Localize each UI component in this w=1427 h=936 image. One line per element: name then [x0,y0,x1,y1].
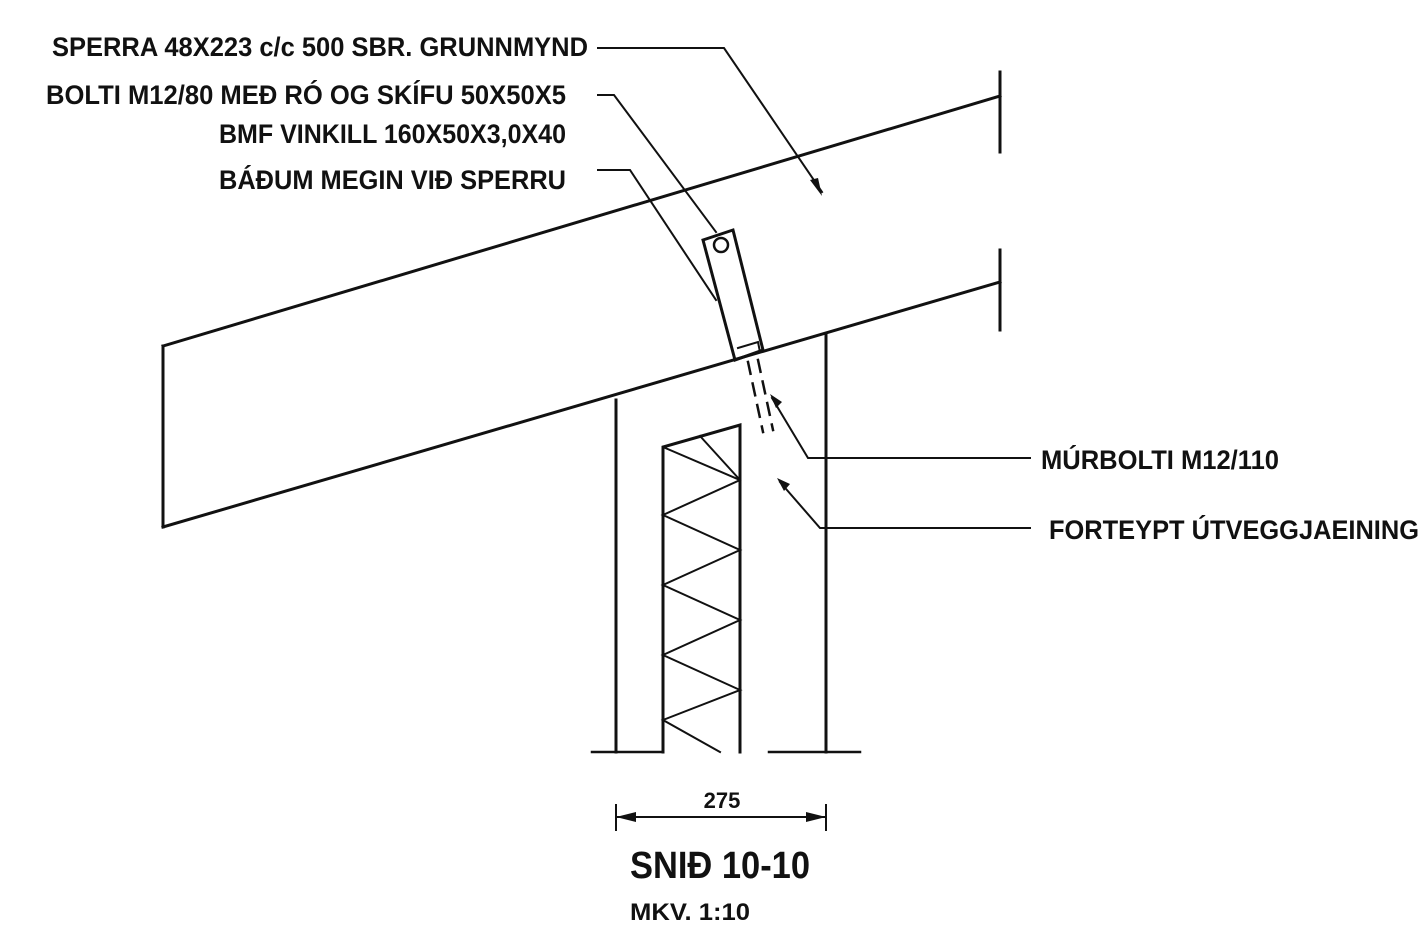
rafter [161,70,1002,529]
label-bolt: BOLTI M12/80 MEÐ RÓ OG SKÍFU 50X50X5 [46,79,566,110]
label-bracket-line1: BMF VINKILL 160X50X3,0X40 [219,119,566,149]
section-title: SNIÐ 10-10 [630,845,810,887]
label-wall-unit: FORTEYPT ÚTVEGGJAEINING [1049,514,1419,545]
label-rafter: SPERRA 48X223 c/c 500 SBR. GRUNNMYND [52,32,588,62]
label-bracket-line2: BÁÐUM MEGIN VIÐ SPERRU [219,164,566,195]
leader-lines [597,47,1031,529]
wall-unit [590,333,862,754]
dimension-value: 275 [704,788,741,813]
label-masonry-bolt: MÚRBOLTI M12/110 [1041,444,1279,475]
bolt-hole [712,236,730,254]
dimension-275: 275 [615,788,827,831]
angle-bracket [701,228,775,434]
section-scale: MKV. 1:10 [630,899,750,926]
